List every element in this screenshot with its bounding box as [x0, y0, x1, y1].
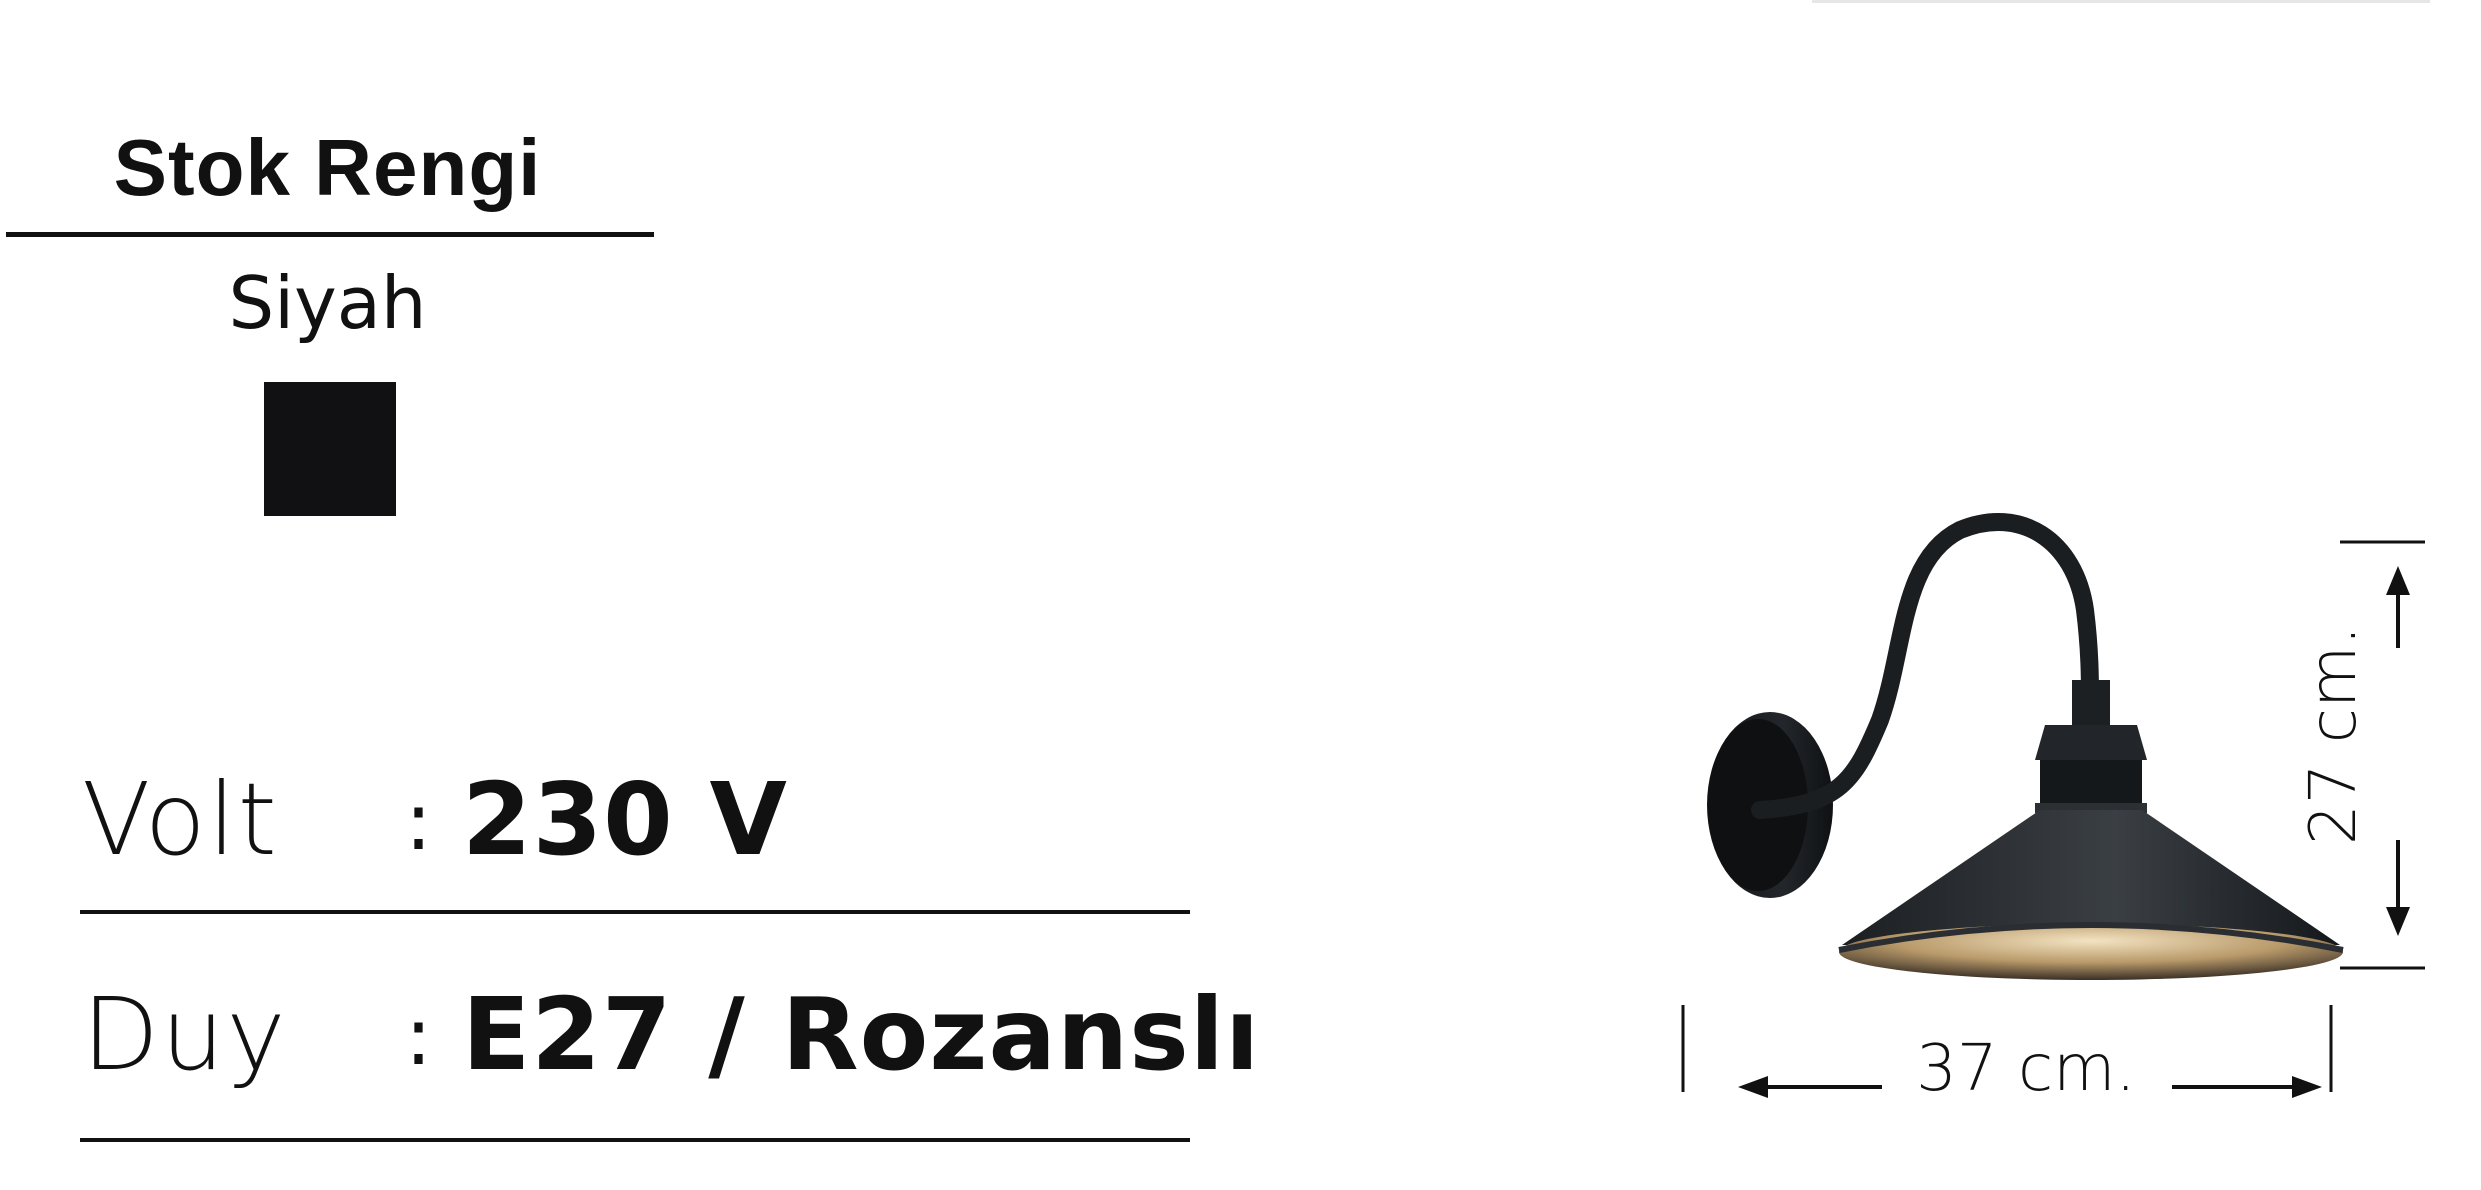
- color-swatch: [264, 382, 396, 516]
- top-divider: [1812, 0, 2430, 3]
- socket-label: Duy: [82, 976, 288, 1093]
- stock-color-title: Stok Rengi: [113, 123, 542, 212]
- socket-value: E27 / Rozanslı: [462, 976, 1261, 1093]
- volt-separator: :: [405, 775, 432, 868]
- socket-separator: :: [405, 990, 432, 1083]
- lamp-shade: [1838, 810, 2344, 980]
- height-label: 27 cm.: [2297, 625, 2371, 845]
- width-label: 37 cm.: [1916, 1032, 2136, 1106]
- wall-lamp-icon: 27 cm. 37 cm.: [1681, 513, 2425, 1106]
- lamp-socket: [2035, 680, 2147, 813]
- lamp-arm: [1751, 513, 2099, 819]
- stock-color-name: Siyah: [228, 261, 427, 345]
- width-dimension: [1681, 1005, 2333, 1098]
- stock-color-divider: [6, 232, 654, 237]
- volt-label: Volt: [82, 761, 279, 878]
- height-dimension: [2340, 540, 2425, 970]
- socket-divider: [80, 1138, 1190, 1142]
- volt-value: 230 V: [462, 761, 788, 878]
- volt-divider: [80, 910, 1190, 914]
